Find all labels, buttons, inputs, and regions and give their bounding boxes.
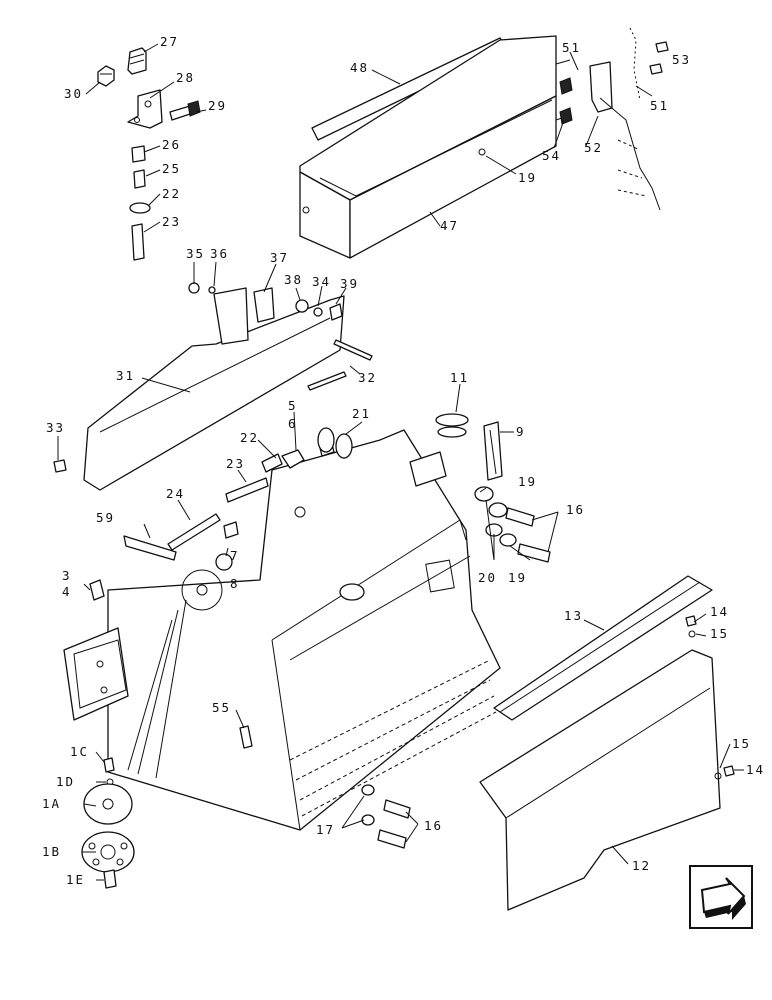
leader-lines — [57, 43, 744, 881]
callout-1E: 1E — [66, 872, 85, 887]
callout-19-right: 19 — [518, 474, 537, 489]
callout-19-low: 19 — [508, 570, 527, 585]
callout-14-right: 14 — [746, 762, 765, 777]
callout-26: 26 — [162, 137, 181, 152]
callout-19-top: 19 — [518, 170, 537, 185]
callout-20: 20 — [478, 570, 497, 585]
callout-3: 3 — [62, 568, 72, 583]
callout-1D: 1D — [56, 774, 75, 789]
callout-25: 25 — [162, 161, 181, 176]
callout-30: 30 — [64, 86, 83, 101]
callout-11: 11 — [450, 370, 469, 385]
callout-13: 13 — [564, 608, 583, 623]
callout-12: 12 — [632, 858, 651, 873]
callout-9: 9 — [516, 424, 526, 439]
left-step-assembly — [53, 282, 373, 491]
callout-16-right: 16 — [566, 502, 585, 517]
bracket-assembly — [97, 47, 201, 261]
callout-36: 36 — [210, 246, 229, 261]
callout-54: 54 — [542, 148, 561, 163]
callout-labels: 27 30 28 29 26 25 22 23 48 51 53 51 54 5… — [42, 34, 765, 887]
callout-51-top: 51 — [562, 40, 581, 55]
callout-53: 53 — [672, 52, 691, 67]
callout-35: 35 — [186, 246, 205, 261]
callout-28: 28 — [176, 70, 195, 85]
callout-59: 59 — [96, 510, 115, 525]
callout-34: 34 — [312, 274, 331, 289]
callout-15-right: 15 — [732, 736, 751, 751]
callout-31: 31 — [116, 368, 135, 383]
callout-16-low: 16 — [424, 818, 443, 833]
callout-23-mid: 23 — [226, 456, 245, 471]
callout-5: 5 — [288, 398, 298, 413]
callout-6: 6 — [288, 416, 298, 431]
next-page-arrow-icon — [700, 877, 746, 920]
callout-39: 39 — [340, 276, 359, 291]
callout-15-top: 15 — [710, 626, 729, 641]
callout-17: 17 — [316, 822, 335, 837]
callout-23-top: 23 — [162, 214, 181, 229]
plate-assembly — [81, 757, 135, 889]
callout-8: 8 — [230, 576, 240, 591]
callout-32: 32 — [358, 370, 377, 385]
lower-bolt-assembly — [361, 784, 411, 849]
callout-33: 33 — [46, 420, 65, 435]
callout-27: 27 — [160, 34, 179, 49]
callout-29: 29 — [208, 98, 227, 113]
main-frame-assembly — [63, 413, 551, 831]
callout-37: 37 — [270, 250, 289, 265]
callout-38: 38 — [284, 272, 303, 287]
callout-55: 55 — [212, 700, 231, 715]
callout-1A: 1A — [42, 796, 61, 811]
callout-24: 24 — [166, 486, 185, 501]
callout-21: 21 — [352, 406, 371, 421]
callout-1C: 1C — [70, 744, 89, 759]
callout-22-top: 22 — [162, 186, 181, 201]
callout-1B: 1B — [42, 844, 61, 859]
callout-51-right: 51 — [650, 98, 669, 113]
next-page-button[interactable] — [689, 865, 753, 929]
callout-48: 48 — [350, 60, 369, 75]
callout-4: 4 — [62, 584, 72, 599]
right-cover-assembly — [479, 575, 735, 911]
callout-14-top: 14 — [710, 604, 729, 619]
callout-22-mid: 22 — [240, 430, 259, 445]
fender-assembly — [299, 27, 669, 259]
callout-52: 52 — [584, 140, 603, 155]
callout-7: 7 — [230, 548, 240, 563]
callout-47: 47 — [440, 218, 459, 233]
